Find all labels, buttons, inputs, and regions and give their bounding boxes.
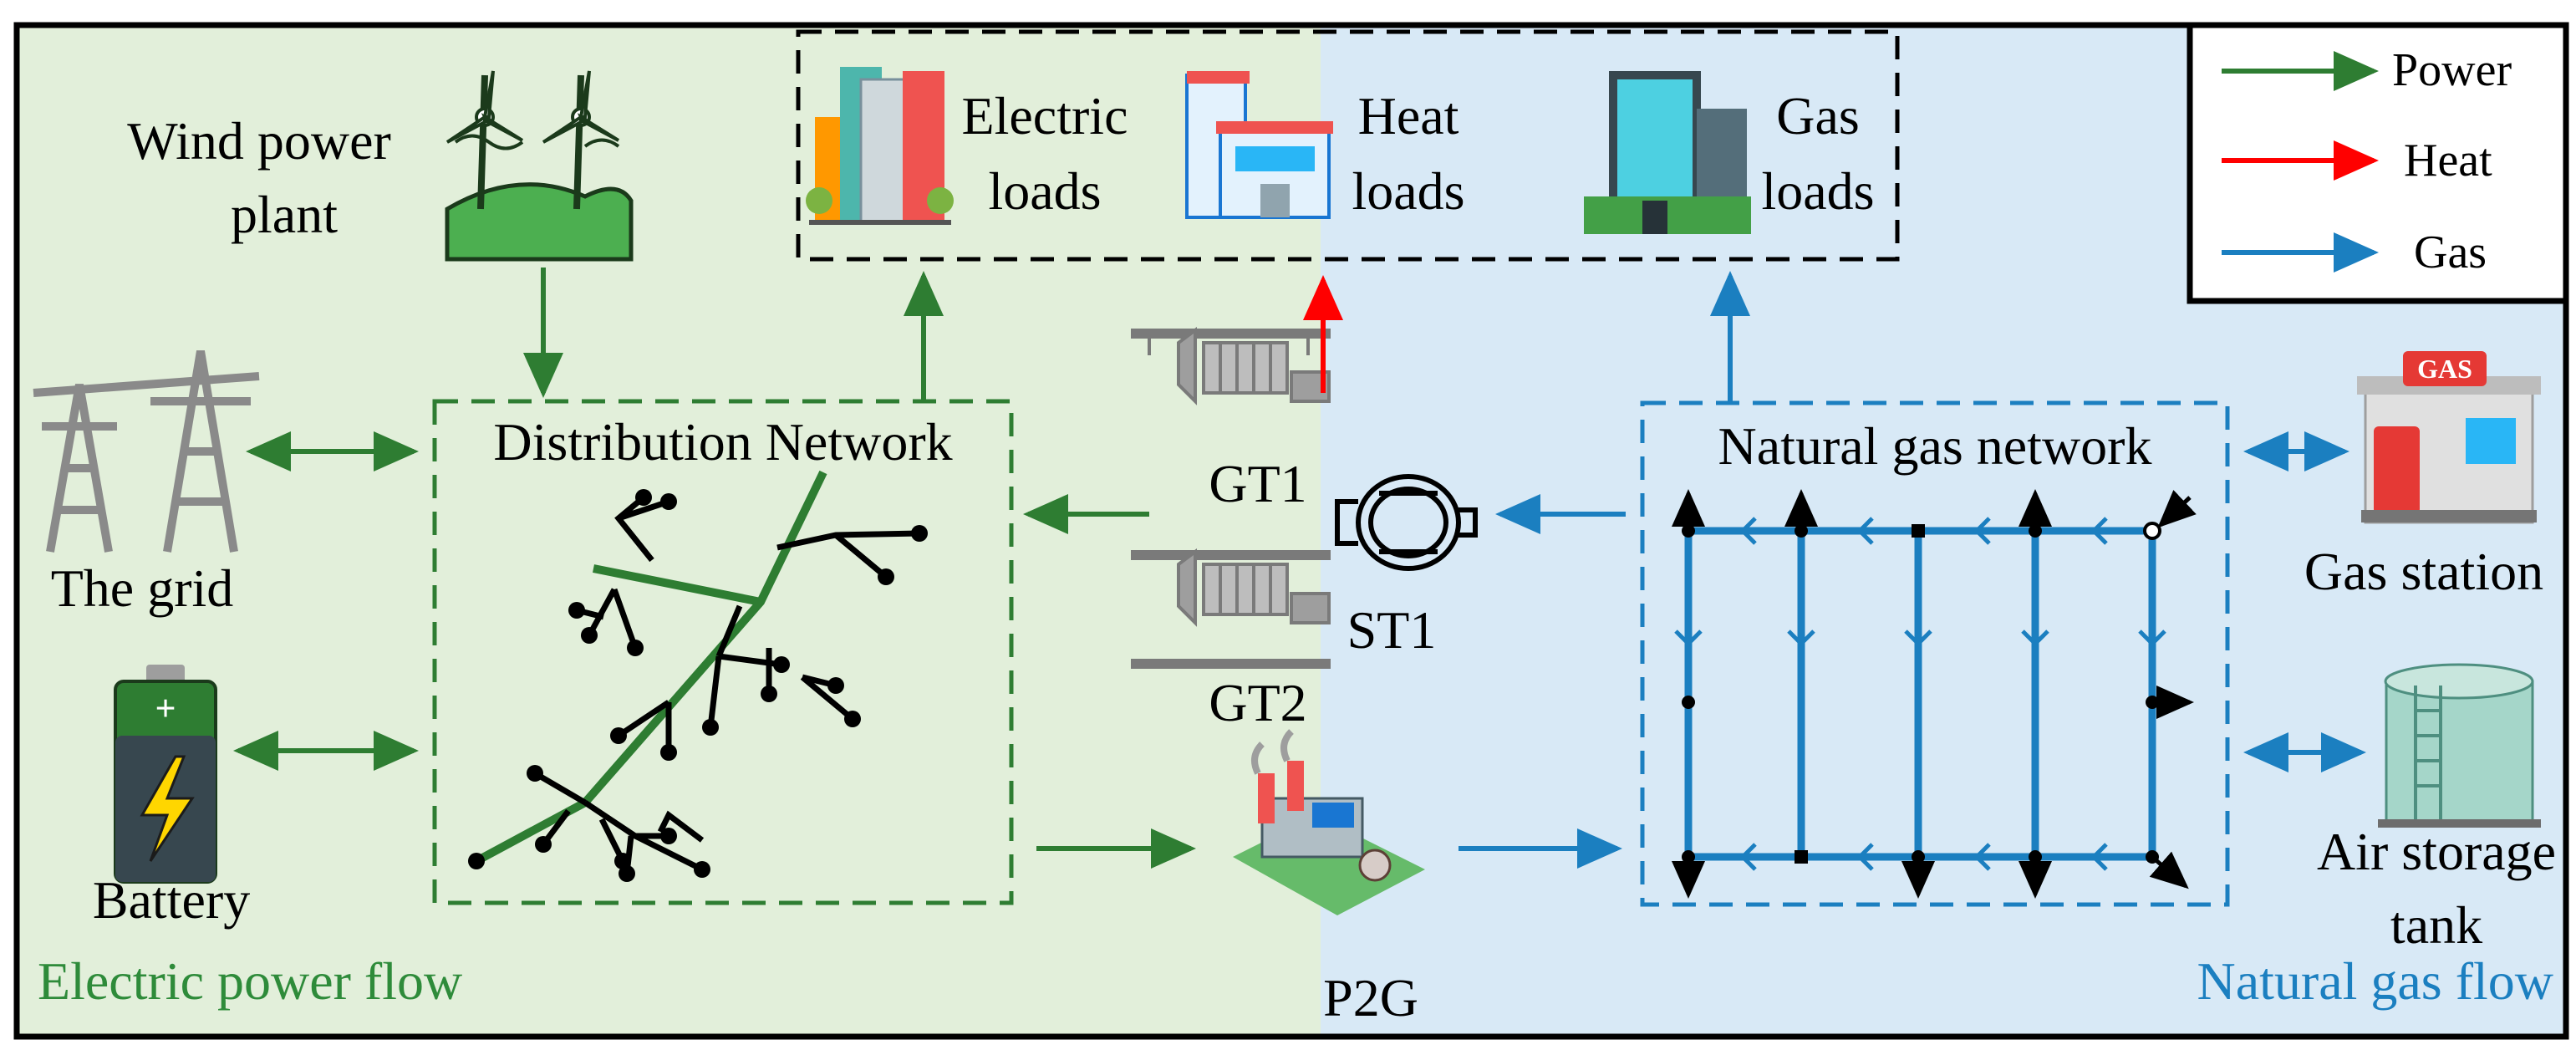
loads-box — [796, 29, 1900, 262]
air-storage-label-1: Air storage — [2317, 822, 2556, 881]
storage-tank-icon — [2378, 663, 2541, 828]
svg-text:GAS: GAS — [2417, 354, 2472, 384]
gas-network-box — [1640, 400, 2230, 907]
city-buildings-icon — [806, 67, 954, 225]
gas-turbine-icon — [1131, 548, 1331, 669]
legend-power-label: Power — [2392, 44, 2512, 96]
gas-loads-label-2: loads — [1761, 161, 1874, 221]
wind-plant-label-2: plant — [231, 185, 338, 244]
gt1-label: GT1 — [1209, 454, 1306, 513]
gas-pump-icon: GAS — [2357, 351, 2541, 524]
gas-flow-arrows — [1459, 271, 2366, 869]
air-storage-label-2: tank — [2390, 895, 2482, 955]
svg-text:+: + — [155, 688, 176, 729]
gas-network-label: Natural gas network — [1718, 416, 2152, 476]
gas-pipeline-grid — [1672, 489, 2197, 899]
transmission-tower-icon — [33, 350, 260, 553]
gt2-label: GT2 — [1209, 673, 1306, 732]
legend-heat-label: Heat — [2404, 135, 2492, 186]
legend: Power Heat Gas — [2187, 22, 2569, 304]
steam-turbine-icon — [1335, 474, 1478, 571]
apartment-icon — [1185, 71, 1333, 219]
gas-flow-label: Natural gas flow — [2197, 951, 2553, 1011]
gas-station-label: Gas station — [2304, 542, 2543, 601]
heat-loads-label-2: loads — [1352, 161, 1464, 221]
st1-label: ST1 — [1347, 600, 1437, 660]
distribution-tree — [468, 470, 928, 882]
distribution-network-box — [432, 399, 1014, 905]
legend-gas-label: Gas — [2414, 227, 2487, 278]
distribution-network-label: Distribution Network — [493, 412, 952, 471]
battery-bolt-icon — [140, 755, 195, 862]
electric-loads-label-2: loads — [988, 161, 1101, 221]
heat-loads-label-1: Heat — [1358, 86, 1459, 145]
grid-label: The grid — [51, 558, 234, 618]
office-building-icon — [1584, 71, 1751, 234]
electric-loads-label-1: Electric — [962, 86, 1128, 145]
outer-frame — [13, 22, 2569, 1040]
wind-plant-label-1: Wind power — [127, 111, 391, 171]
battery-icon: + — [114, 665, 217, 884]
battery-label: Battery — [93, 870, 250, 930]
wind-turbine-icon — [445, 70, 634, 262]
electric-flow-label: Electric power flow — [38, 951, 462, 1011]
gas-loads-label-1: Gas — [1776, 86, 1860, 145]
p2g-label: P2G — [1323, 968, 1418, 1027]
factory-icon — [1233, 729, 1425, 915]
power-flow-arrows — [233, 268, 1196, 869]
